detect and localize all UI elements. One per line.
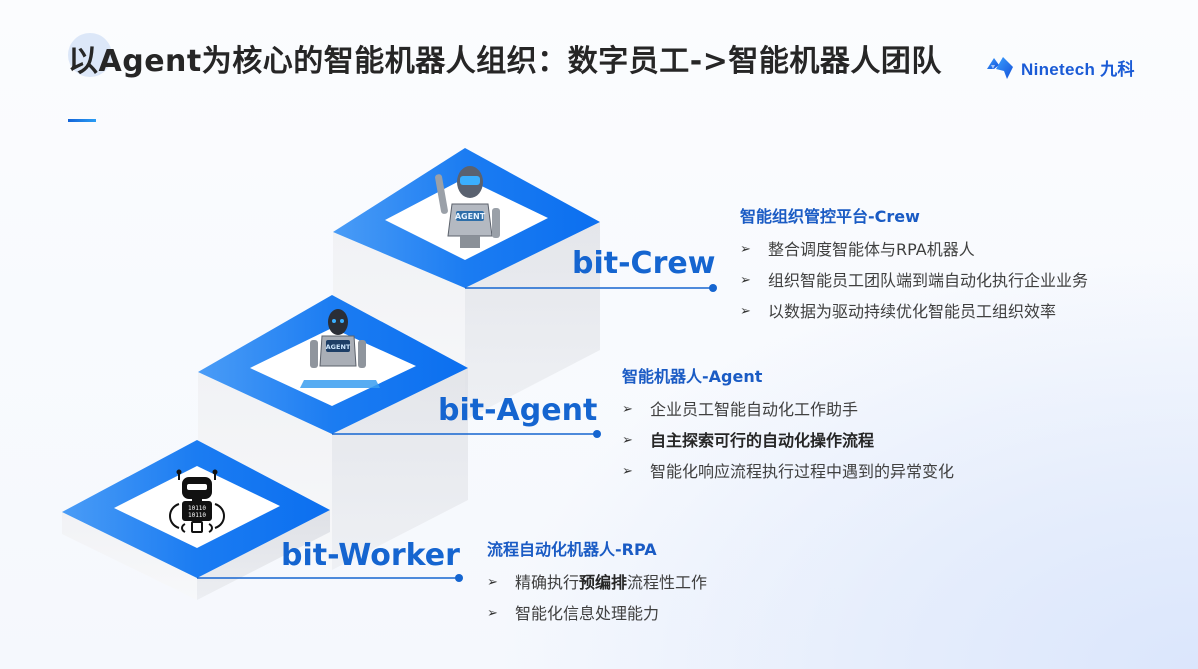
arrow-bullet-icon: ➢	[622, 402, 633, 417]
arrow-bullet-icon: ➢	[622, 433, 633, 448]
svg-text:AGENT: AGENT	[326, 343, 351, 351]
ninetech-logo: Ninetech 九科	[985, 53, 1135, 81]
worker-heading: 流程自动化机器人-RPA	[487, 540, 657, 559]
crew-description: 智能组织管控平台-Crew ➢整合调度智能体与RPA机器人 ➢组织智能员工团队端…	[740, 203, 1088, 327]
svg-text:10110: 10110	[188, 512, 206, 519]
rpa-robot-binary-icon: 10110 10110	[169, 469, 225, 533]
arrow-bullet-icon: ➢	[740, 273, 751, 288]
list-item: ➢整合调度智能体与RPA机器人	[740, 234, 1088, 265]
list-item: ➢以数据为驱动持续优化智能员工组织效率	[740, 296, 1088, 327]
worker-bullet-list: ➢精确执行预编排流程性工作 ➢智能化信息处理能力	[487, 567, 707, 629]
svg-text:AGENT: AGENT	[455, 212, 486, 221]
agent-bullet-list: ➢企业员工智能自动化工作助手 ➢自主探索可行的自动化操作流程 ➢智能化响应流程执…	[622, 394, 954, 487]
step-label-agent: bit-Agent	[438, 393, 598, 428]
list-item: ➢精确执行预编排流程性工作	[487, 567, 707, 598]
step-label-worker: bit-Worker	[281, 538, 460, 573]
crew-connector	[465, 284, 717, 292]
crew-bullet-list: ➢整合调度智能体与RPA机器人 ➢组织智能员工团队端到端自动化执行企业业务 ➢以…	[740, 234, 1088, 327]
arrow-bullet-icon: ➢	[740, 242, 751, 257]
worker-description: 流程自动化机器人-RPA ➢精确执行预编排流程性工作 ➢智能化信息处理能力	[487, 536, 707, 629]
arrow-bullet-icon: ➢	[740, 304, 751, 319]
arrow-bullet-icon: ➢	[487, 606, 498, 621]
list-item: ➢智能化信息处理能力	[487, 598, 707, 629]
page-title: 以Agent为核心的智能机器人组织：数字员工->智能机器人团队	[68, 44, 942, 79]
arrow-bullet-icon: ➢	[622, 464, 633, 479]
title-underline	[68, 119, 96, 122]
ninetech-logo-icon	[987, 57, 1013, 79]
list-item: ➢智能化响应流程执行过程中遇到的异常变化	[622, 456, 954, 487]
arrow-bullet-icon: ➢	[487, 575, 498, 590]
crew-heading: 智能组织管控平台-Crew	[740, 207, 920, 226]
list-item: ➢企业员工智能自动化工作助手	[622, 394, 954, 425]
agent-robot-keyboard-icon: AGENT	[300, 309, 380, 388]
worker-connector	[197, 574, 463, 582]
agent-heading: 智能机器人-Agent	[622, 367, 763, 386]
step-label-crew: bit-Crew	[572, 246, 716, 281]
agent-robot-saluting-icon: AGENT	[435, 166, 500, 248]
title-accent-circle	[68, 33, 112, 77]
list-item: ➢自主探索可行的自动化操作流程	[622, 425, 954, 456]
agent-connector	[332, 430, 601, 438]
svg-text:10110: 10110	[188, 505, 206, 512]
list-item: ➢组织智能员工团队端到端自动化执行企业业务	[740, 265, 1088, 296]
agent-description: 智能机器人-Agent ➢企业员工智能自动化工作助手 ➢自主探索可行的自动化操作…	[622, 363, 954, 487]
logo-text: Ninetech 九科	[1021, 59, 1135, 79]
